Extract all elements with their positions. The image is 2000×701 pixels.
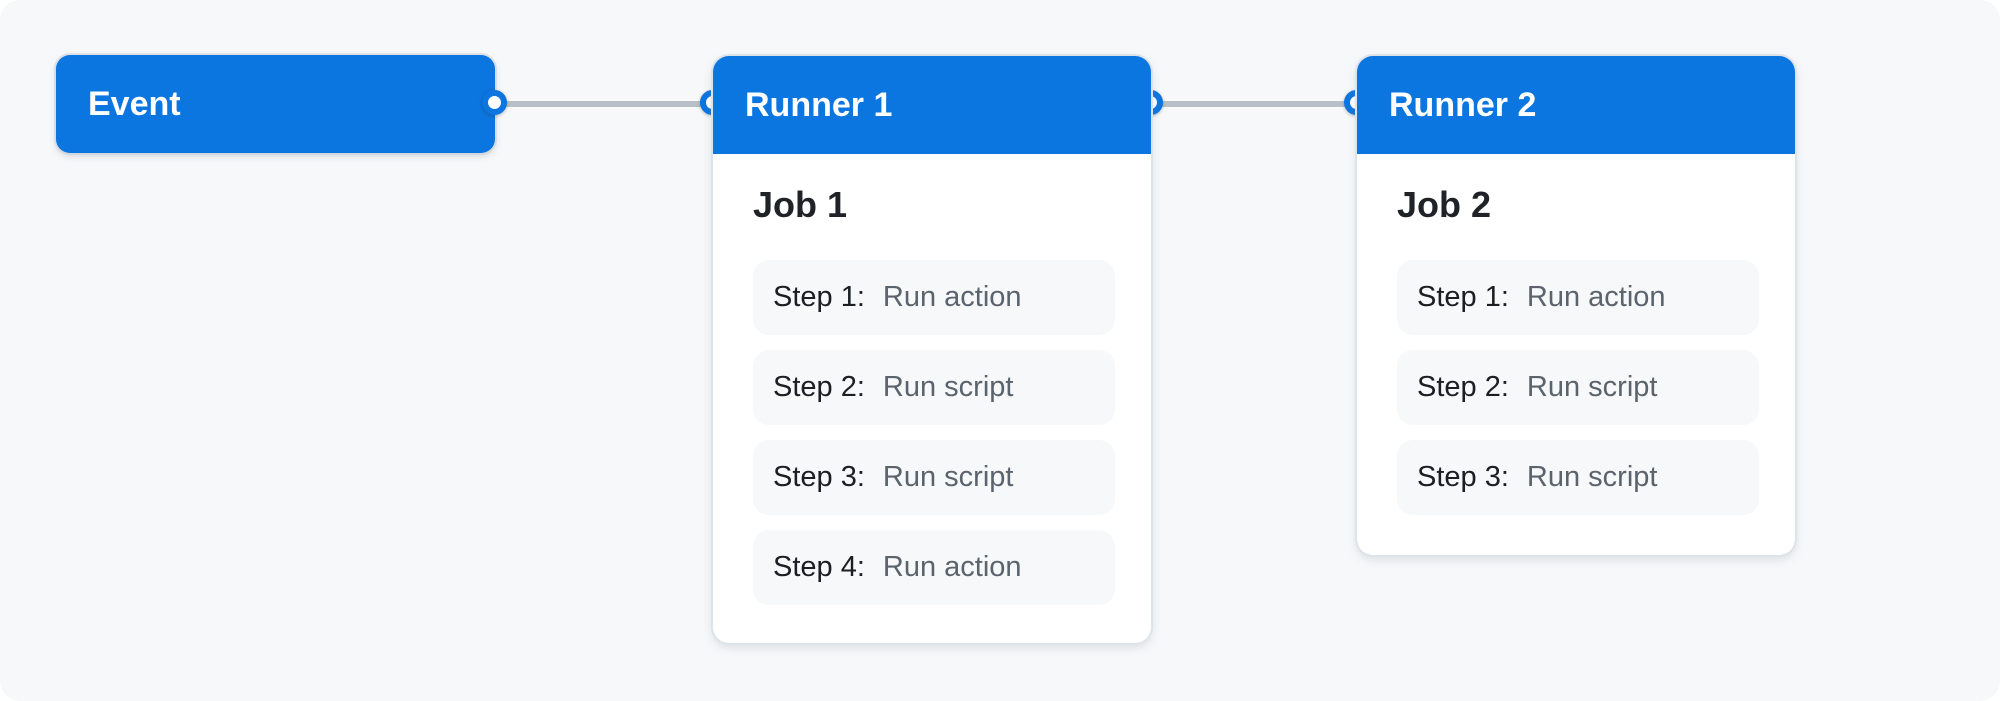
step-label: Step 3: <box>773 461 865 493</box>
runner1-job-title: Job 1 <box>753 184 848 225</box>
runner2-step-3: Step 3: Run script <box>1397 440 1759 515</box>
runner1-step-2: Step 2: Run script <box>753 350 1115 425</box>
step-label: Step 1: <box>773 281 865 313</box>
runner1-header: Runner 1 <box>713 56 1151 154</box>
runner1-step-4: Step 4: Run action <box>753 530 1115 605</box>
step-action: Run script <box>882 371 1014 403</box>
step-label: Step 2: <box>773 371 865 403</box>
runner2-job-title: Job 2 <box>1397 184 1492 225</box>
runner1-title: Runner 1 <box>745 85 893 124</box>
step-label: Step 2: <box>1417 371 1509 403</box>
runner1-step-1: Step 1: Run action <box>753 260 1115 335</box>
step-action: Run action <box>882 281 1022 313</box>
step-label: Step 4: <box>773 551 865 583</box>
event-node-label: Event <box>88 84 181 123</box>
step-action: Run action <box>882 551 1022 583</box>
runner1-steps-list: Step 1: Run action Step 2: Run script St… <box>753 260 1115 605</box>
runner1-card: Runner 1 Job 1 Step 1: Run action Step 2… <box>713 56 1151 643</box>
runner2-step-1: Step 1: Run action <box>1397 260 1759 335</box>
runner2-header: Runner 2 <box>1357 56 1795 154</box>
event-node: Event <box>56 55 495 153</box>
runner2-card: Runner 2 Job 2 Step 1: Run action Step 2… <box>1357 56 1795 555</box>
connector-event-to-runner1 <box>495 101 713 107</box>
step-label: Step 3: <box>1417 461 1509 493</box>
step-action: Run script <box>1526 461 1658 493</box>
runner2-title: Runner 2 <box>1389 85 1537 124</box>
runner2-steps-list: Step 1: Run action Step 2: Run script St… <box>1397 260 1759 515</box>
step-action: Run action <box>1526 281 1666 313</box>
connection-dot-event-right <box>482 90 507 115</box>
step-label: Step 1: <box>1417 281 1509 313</box>
runner2-step-2: Step 2: Run script <box>1397 350 1759 425</box>
connector-runner1-to-runner2 <box>1151 101 1357 107</box>
step-action: Run script <box>1526 371 1658 403</box>
step-action: Run script <box>882 461 1014 493</box>
runner1-step-3: Step 3: Run script <box>753 440 1115 515</box>
